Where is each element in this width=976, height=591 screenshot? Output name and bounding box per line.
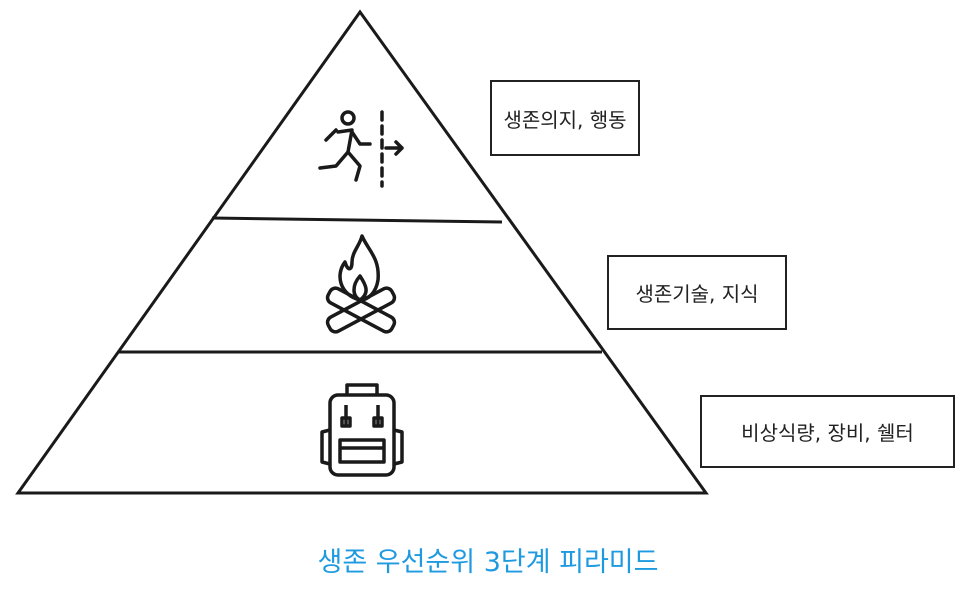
level-label-text: 생존의지, 행동 [503,107,627,132]
level-label-text: 비상식량, 장비, 쉘터 [741,421,914,445]
campfire-icon [325,234,397,334]
diagram-caption: 생존 우선순위 3단계 피라미드 [317,547,659,578]
level-label-middle: 생존기술, 지식 [607,255,787,330]
level-label-bottom: 비상식량, 장비, 쉘터 [700,395,955,468]
pyramid-divider-top [211,216,503,224]
pyramid-outline [15,9,709,495]
backpack-icon [320,383,404,477]
running-exit-icon [318,110,404,188]
level-label-text: 생존기술, 지식 [635,282,759,306]
level-label-top: 생존의지, 행동 [490,80,640,156]
